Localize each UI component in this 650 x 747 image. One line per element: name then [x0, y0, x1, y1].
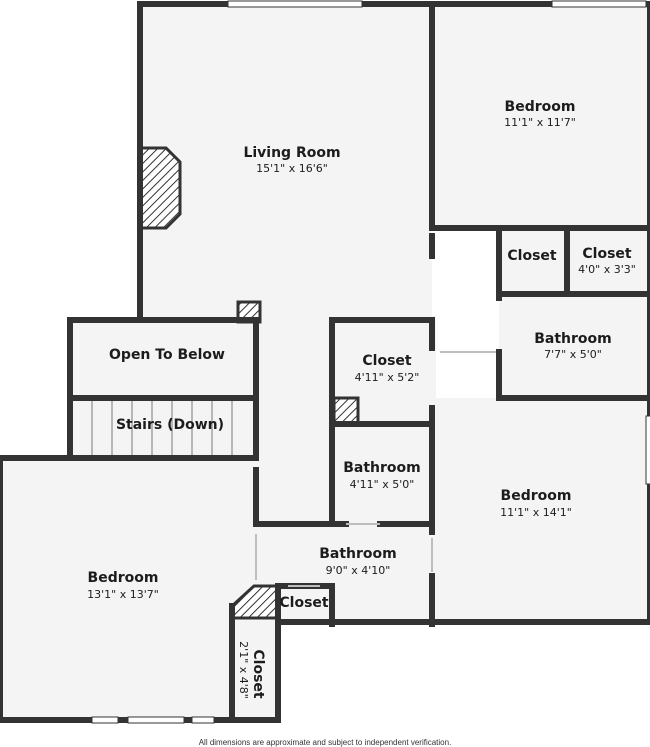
fixtures [138, 146, 360, 620]
closet-vertical-floor [232, 620, 276, 720]
bedroom-top-right-label: Bedroom [505, 99, 576, 115]
bedroom-right-dims: 11'1" x 14'1" [500, 506, 572, 519]
floors [0, 4, 650, 720]
closet-center-label: Closet [362, 353, 412, 369]
door-openings [255, 351, 496, 587]
closet-small-floor [499, 228, 567, 294]
closet-bottom-label: Closet [279, 595, 329, 611]
closet-right-label: Closet [582, 246, 632, 262]
bathroom-right-floor [499, 294, 650, 398]
bathroom-center-dims: 4'11" x 5'0" [350, 478, 415, 491]
closet-center-dims: 4'11" x 5'2" [355, 371, 420, 384]
bedroom-left-floor-ext [0, 458, 278, 618]
bedroom-left-label: Bedroom [88, 570, 159, 586]
bathroom-bottom-floor [256, 524, 432, 622]
bathroom-bottom-label: Bathroom [319, 546, 397, 562]
room-labels: Living Room 15'1" x 16'6" Bedroom 11'1" … [87, 99, 636, 699]
stair-treads [91, 400, 233, 456]
window-bedroom-left-3 [191, 716, 215, 724]
bathroom-center-label: Bathroom [343, 460, 421, 476]
living-room-dims: 15'1" x 16'6" [256, 162, 328, 175]
stairs-label: Stairs (Down) [116, 417, 224, 433]
footer-disclaimer: All dimensions are approximate and subje… [198, 738, 452, 747]
closet-small-label: Closet [507, 248, 557, 264]
fireplace-hatch [138, 146, 182, 230]
closet-vertical-label: Closet [250, 649, 266, 699]
bedroom-right-label: Bedroom [501, 488, 572, 504]
bathroom-center-floor [332, 424, 432, 524]
bedroom-top-right-floor [432, 4, 650, 228]
stairs-floor [70, 398, 256, 458]
living-room-label: Living Room [243, 145, 340, 161]
window-bedroom-left-1 [91, 716, 119, 724]
closet-right-dims: 4'0" x 3'3" [578, 263, 636, 276]
duct-hatch [332, 396, 360, 426]
closet-right-floor [567, 228, 650, 294]
window-living-top [227, 0, 363, 8]
open-to-below-floor [70, 320, 256, 398]
bathroom-right-dims: 7'7" x 5'0" [544, 348, 602, 361]
bedroom-top-right-dims: 11'1" x 11'7" [504, 116, 576, 129]
bedroom-right-floor [432, 398, 650, 624]
closet-vertical-dims: 2'1" x 4'8" [237, 641, 250, 699]
window-bedroom-right [645, 415, 650, 485]
window-bedroom-left-2 [127, 716, 185, 724]
window-bedroom-top [551, 0, 647, 8]
bathroom-bottom-dims: 9'0" x 4'10" [326, 564, 391, 577]
bedroom-left-dims: 13'1" x 13'7" [87, 588, 159, 601]
bathroom-right-label: Bathroom [534, 331, 612, 347]
windows [91, 0, 650, 724]
open-to-below-label: Open To Below [109, 347, 225, 363]
